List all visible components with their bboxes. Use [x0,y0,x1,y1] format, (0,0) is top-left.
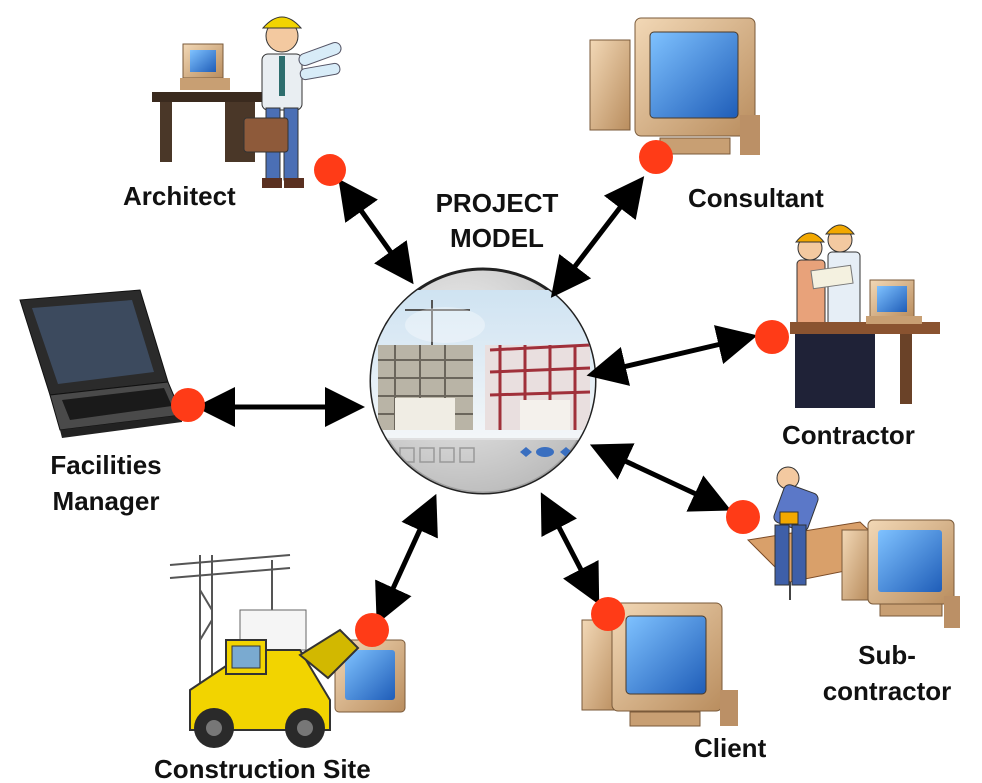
arrow-architect [338,178,414,285]
center-title-line1: PROJECT [436,188,559,218]
contractor-label: Contractor [782,420,915,450]
client-label: Client [694,733,767,763]
facilities-label-line1: Facilities [50,450,161,480]
arrows [195,176,758,625]
crane-loader-icon [169,554,406,748]
computer-icon [581,602,738,727]
computer-icon [589,17,760,155]
arrow-subcontractor [589,443,732,512]
arrow-client [540,492,600,605]
facilities-node-dot [171,388,205,422]
subcontractor-node-dot [726,500,760,534]
subcontractor-label-line1: Sub- [858,640,916,670]
arrow-site [375,493,438,625]
arrow-consultant [550,176,645,298]
arrow-contractor [586,325,758,386]
consultant-node-dot [639,140,673,174]
laptop-icon [19,289,183,438]
carpenter-icon [746,466,960,628]
workers-desk-icon [790,224,940,408]
contractor-node-dot [755,320,789,354]
architect-label: Architect [123,181,236,211]
architect-figure-icon [152,16,342,188]
globe-building-icon [369,267,597,495]
client-node-dot [591,597,625,631]
center-title-line2: MODEL [450,223,544,253]
architect-node-dot [314,154,346,186]
subcontractor-label-line2: contractor [823,676,952,706]
site-label: Construction Site [154,754,371,783]
facilities-label-line2: Manager [53,486,160,516]
consultant-label: Consultant [688,183,824,213]
site-node-dot [355,613,389,647]
